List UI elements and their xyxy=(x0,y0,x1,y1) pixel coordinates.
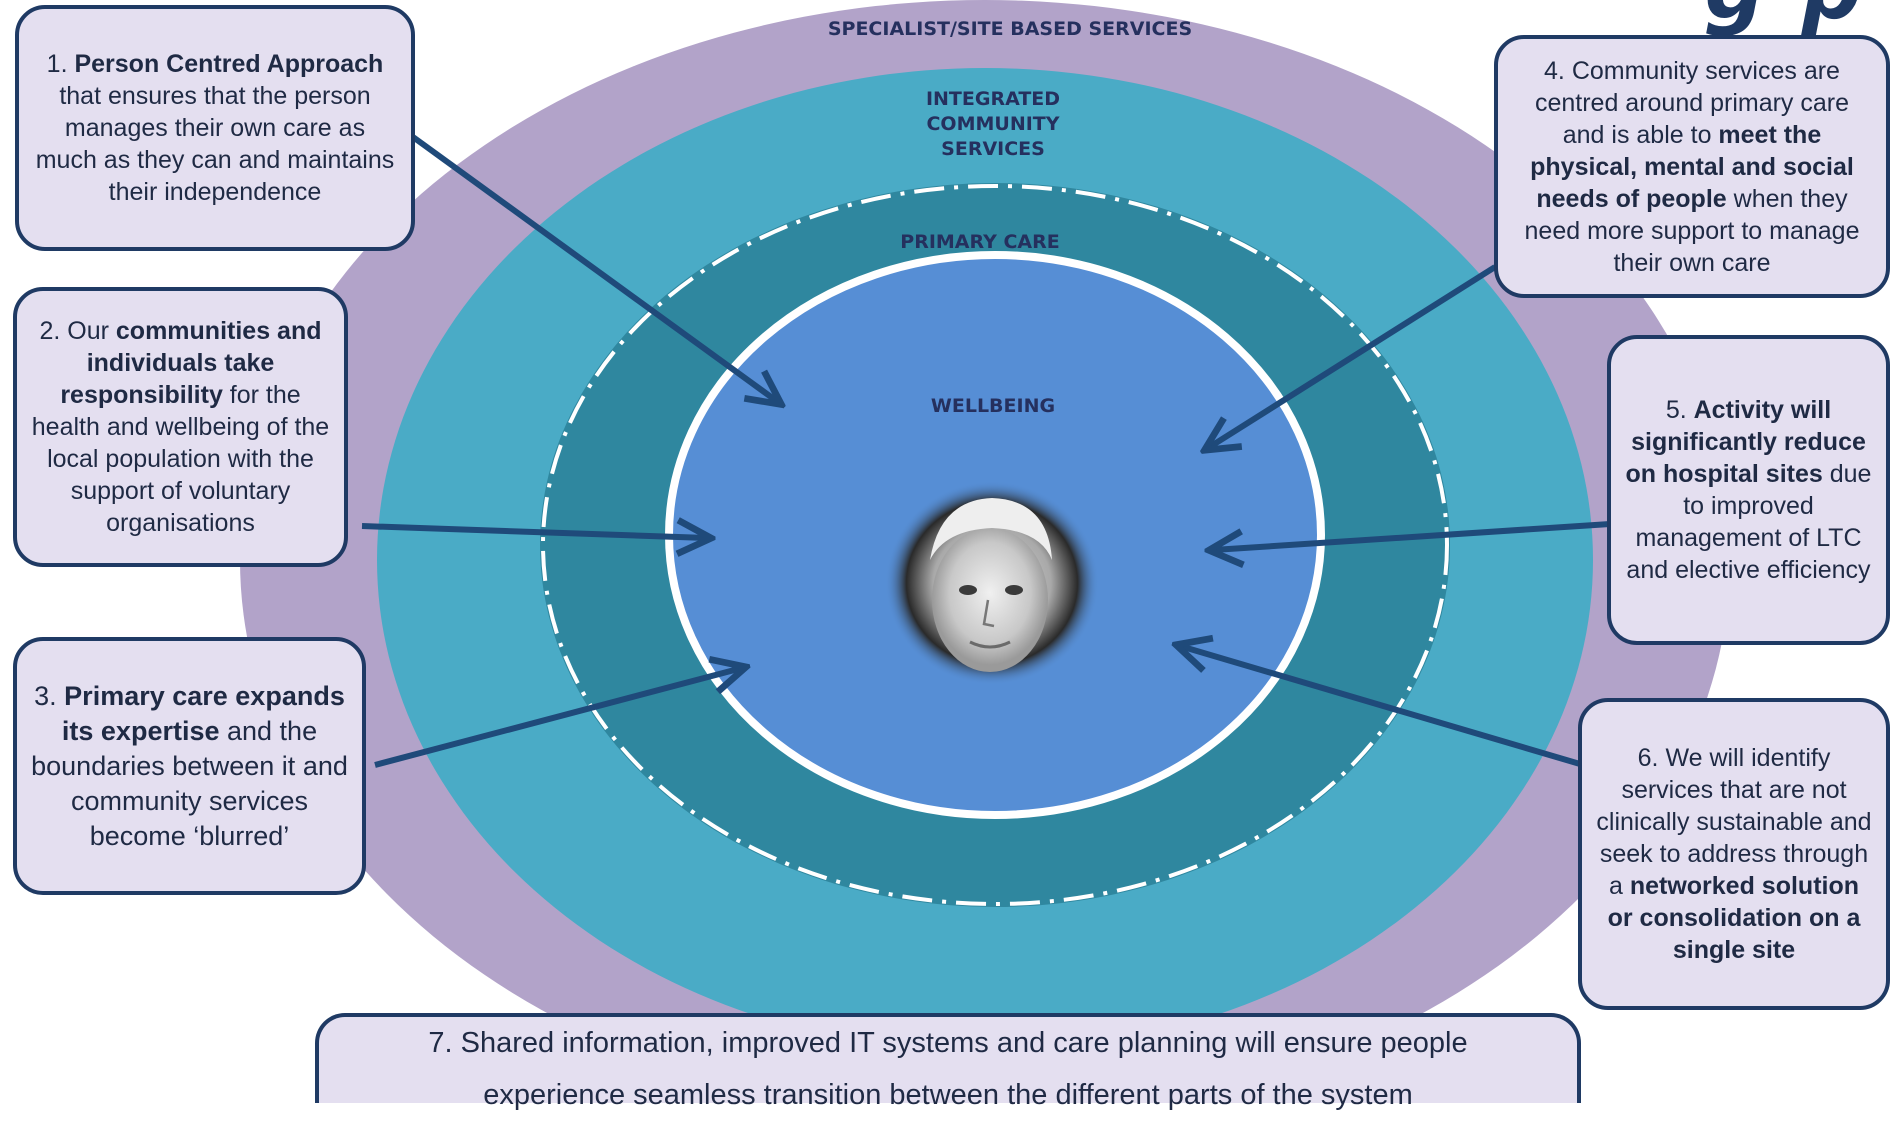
callout-4-community-services: 4. Community services are centred around… xyxy=(1494,35,1890,298)
integrated-label-line3: SERVICES xyxy=(941,138,1045,160)
callout-1-bold: Person Centred Approach xyxy=(74,50,384,78)
callout-6-number: 6. We will identify services that are no… xyxy=(1596,744,1872,900)
callout-3-primary-care: 3. Primary care expands its expertise an… xyxy=(13,637,366,895)
portrait xyxy=(885,481,1099,685)
callout-3-number: 3. xyxy=(34,680,65,711)
wellbeing-label: WELLBEING xyxy=(931,395,1055,417)
callout-6-sustainable-services: 6. We will identify services that are no… xyxy=(1578,698,1890,1010)
callout-4-text: when they need more support to manage th… xyxy=(1524,184,1860,277)
callout-2-bold: communities and individuals take respons… xyxy=(60,317,322,409)
callout-7-line1: 7. Shared information, improved IT syste… xyxy=(428,1027,1468,1059)
title-fragment: g p xyxy=(1704,0,1866,38)
integrated-label-line2: COMMUNITY xyxy=(926,113,1059,135)
arrow-4 xyxy=(1208,264,1497,448)
callout-7-line2: experience seamless transition between t… xyxy=(483,1079,1413,1111)
callout-5-text: due to improved management of LTC and el… xyxy=(1626,460,1872,584)
callout-5-hospital-activity: 5. Activity will significantly reduce on… xyxy=(1607,335,1890,645)
callout-1-person-centred: 1. Person Centred Approach that ensures … xyxy=(15,5,415,251)
callout-7-shared-information: 7. Shared information, improved IT syste… xyxy=(315,1013,1581,1111)
callout-2-text: for the health and wellbeing of the loca… xyxy=(31,381,330,537)
primary-care-label: PRIMARY CARE xyxy=(900,231,1059,253)
callout-2-communities: 2. Our communities and individuals take … xyxy=(13,287,348,567)
arrow-5 xyxy=(1213,521,1611,550)
arrow-6 xyxy=(1180,646,1581,767)
callout-3-text: and the boundaries between it and commun… xyxy=(31,715,348,851)
callout-4-bold: meet the physical, mental and social nee… xyxy=(1530,120,1854,213)
callout-3-bold: Primary care expands its expertise xyxy=(61,680,345,746)
arrow-1 xyxy=(411,134,778,402)
arrow-3 xyxy=(374,668,742,768)
specialist-label: SPECIALIST/SITE BASED SERVICES xyxy=(828,18,1192,40)
callout-2-number: 2. Our xyxy=(39,317,116,345)
primary-care-boundary xyxy=(541,184,1449,906)
callout-1-text: that ensures that the person manages the… xyxy=(35,82,395,206)
arrow-2 xyxy=(361,526,707,538)
callout-5-bold: Activity will significantly reduce on ho… xyxy=(1625,396,1866,488)
callout-1-number: 1. xyxy=(46,50,75,78)
callout-4-number: 4. Community services are centred around… xyxy=(1534,56,1850,149)
integrated-label-line1: INTEGRATED xyxy=(926,88,1060,110)
callout-6-bold: networked solution or consolidation on a… xyxy=(1607,872,1861,964)
callout-5-number: 5. xyxy=(1665,396,1694,424)
